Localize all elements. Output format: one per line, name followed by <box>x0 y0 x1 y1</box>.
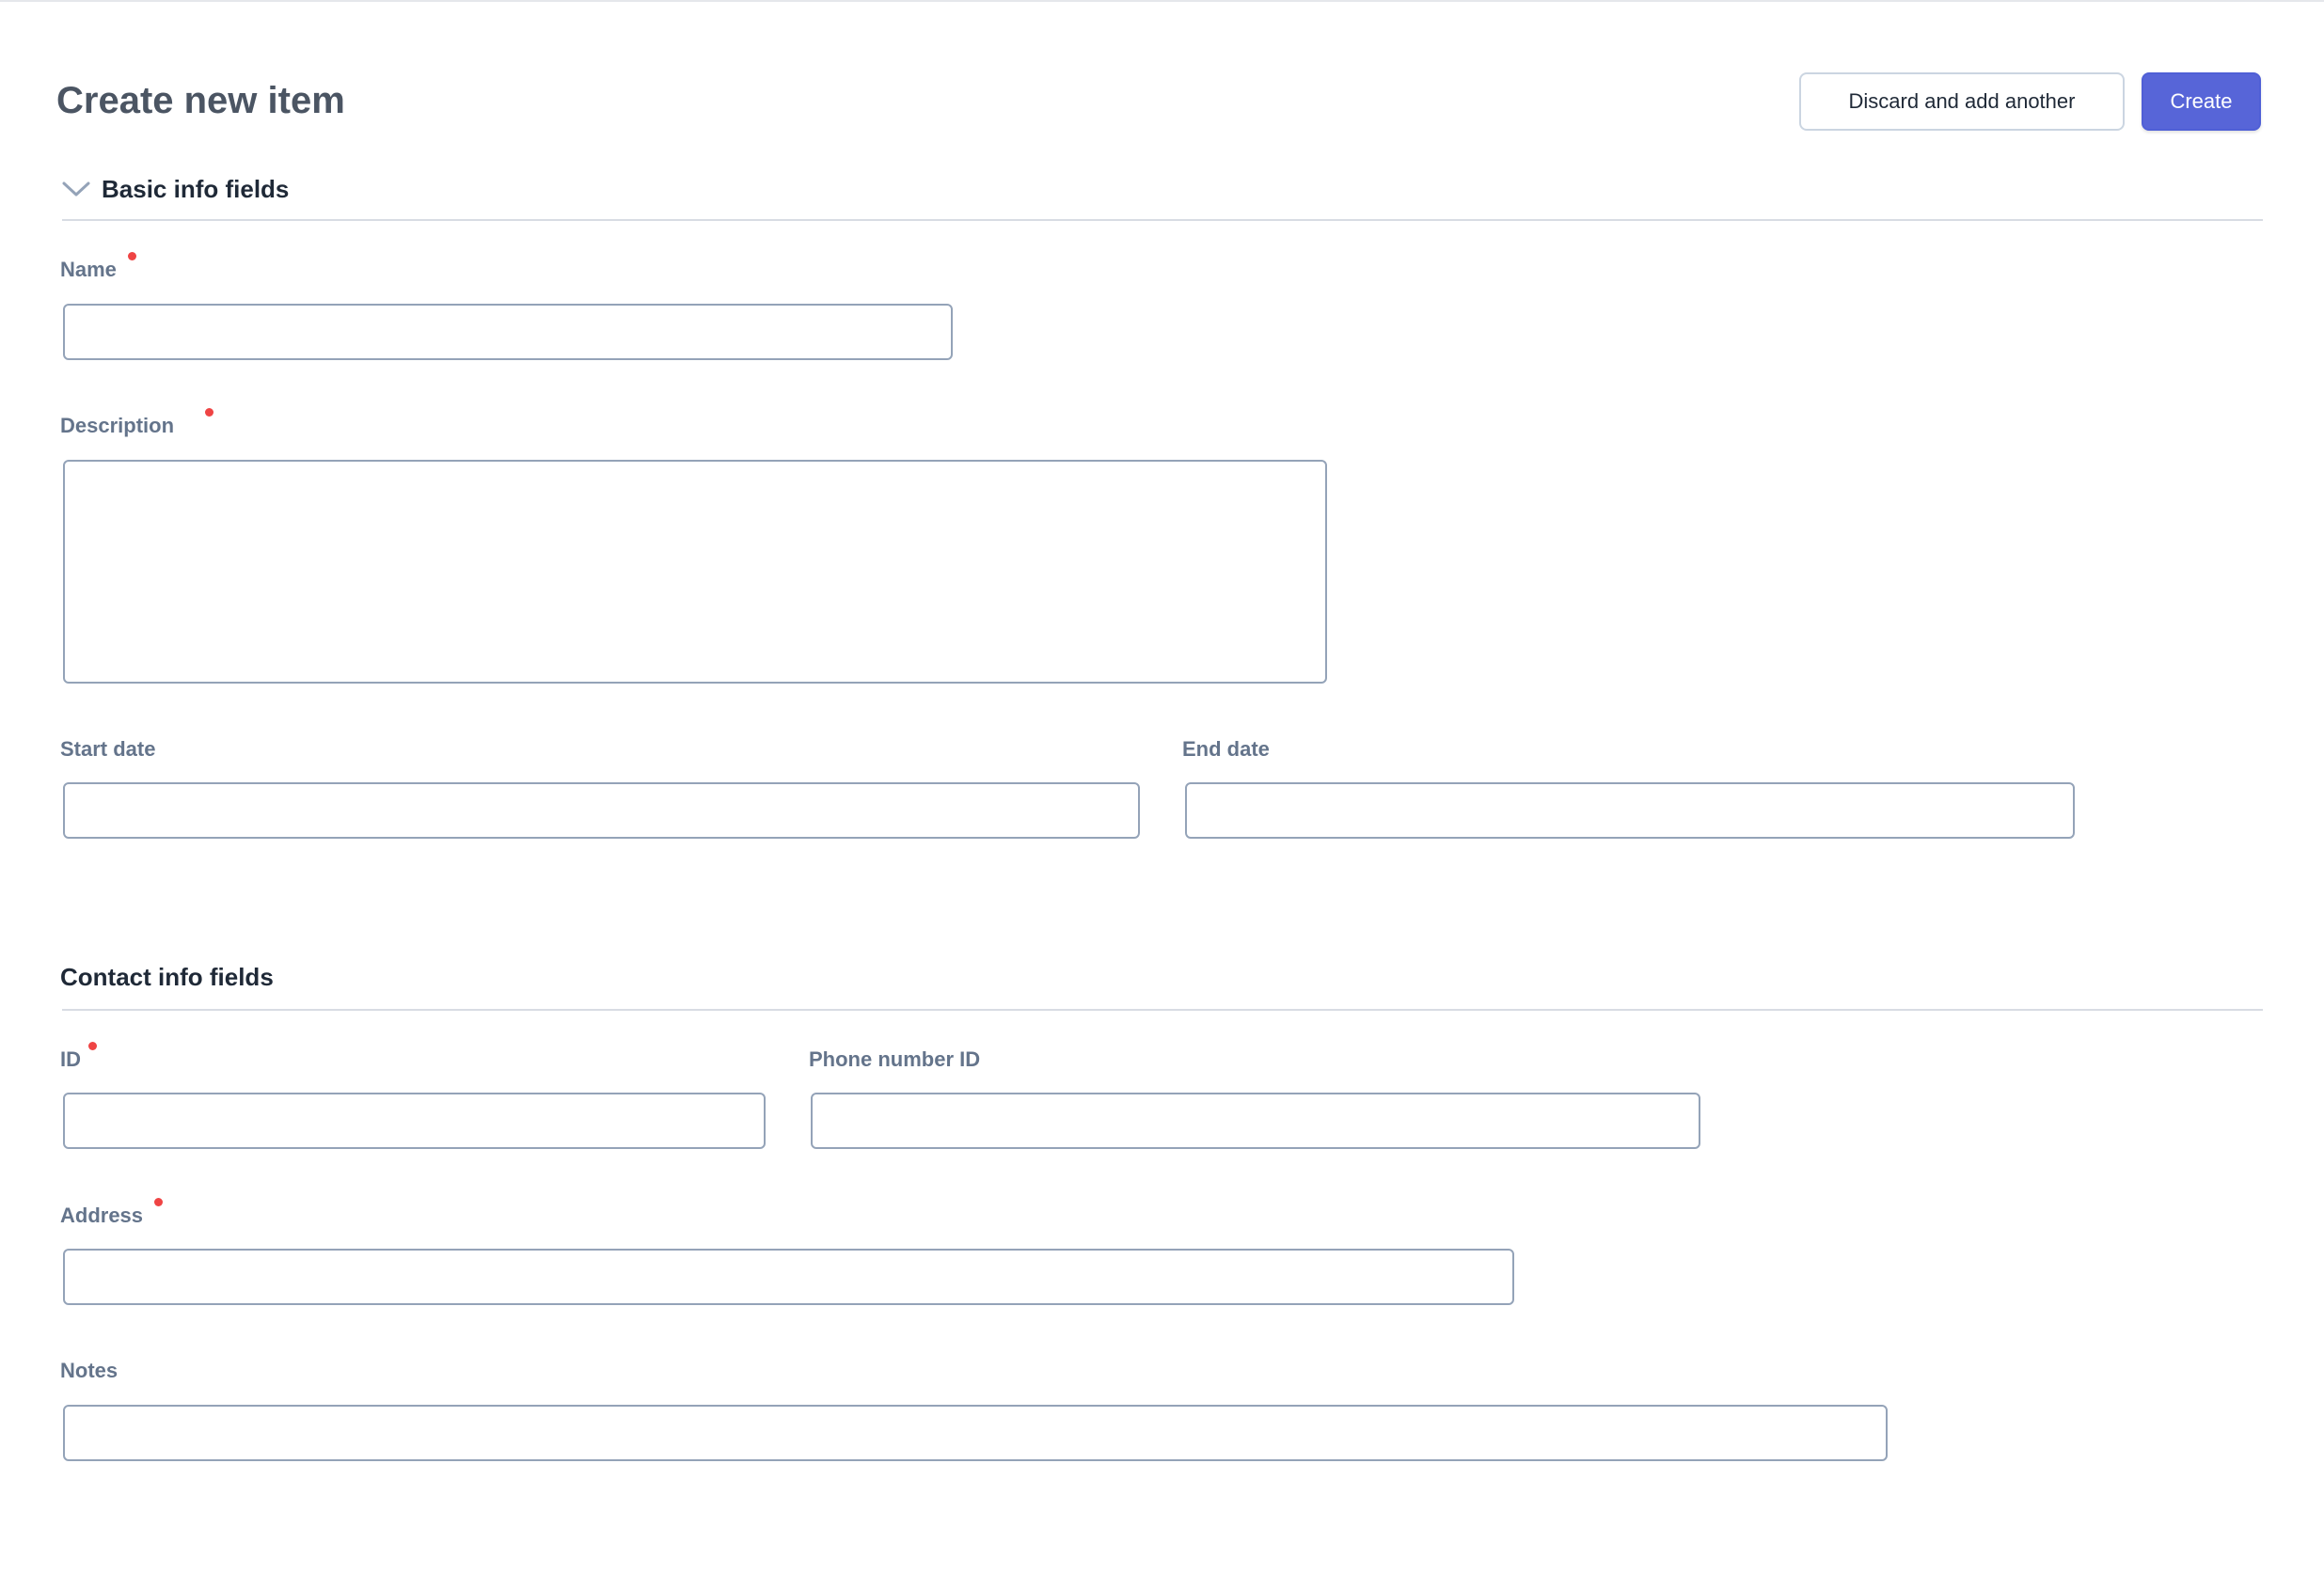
id-label: ID <box>60 1047 81 1071</box>
required-indicator <box>88 1042 97 1050</box>
required-indicator <box>128 252 136 260</box>
section-title-contact: Contact info fields <box>60 963 274 991</box>
start-date-label: Start date <box>60 737 156 761</box>
required-indicator <box>154 1198 163 1206</box>
start-date-input[interactable] <box>63 782 1140 839</box>
description-textarea[interactable] <box>63 460 1327 684</box>
name-label: Name <box>60 258 117 281</box>
create-button[interactable]: Create <box>2142 72 2261 131</box>
notes-input[interactable] <box>63 1405 1888 1461</box>
required-indicator <box>205 408 213 417</box>
name-input[interactable] <box>63 304 953 360</box>
end-date-label: End date <box>1182 737 1270 761</box>
address-label: Address <box>60 1204 144 1227</box>
address-input[interactable] <box>63 1249 1514 1305</box>
notes-label: Notes <box>60 1359 119 1382</box>
discard-and-add-another-button[interactable]: Discard and add another <box>1799 72 2125 131</box>
page-title: Create new item <box>56 80 345 121</box>
section-divider <box>62 219 2263 221</box>
section-title-basic: Basic info fields <box>102 175 290 203</box>
phone-number-id-label: Phone number ID <box>809 1047 981 1071</box>
description-label: Description <box>60 414 175 437</box>
id-input[interactable] <box>63 1093 766 1149</box>
phone-number-id-input[interactable] <box>811 1093 1700 1149</box>
section-divider <box>62 1009 2263 1011</box>
chevron-down-icon[interactable] <box>60 179 92 199</box>
end-date-input[interactable] <box>1185 782 2075 839</box>
